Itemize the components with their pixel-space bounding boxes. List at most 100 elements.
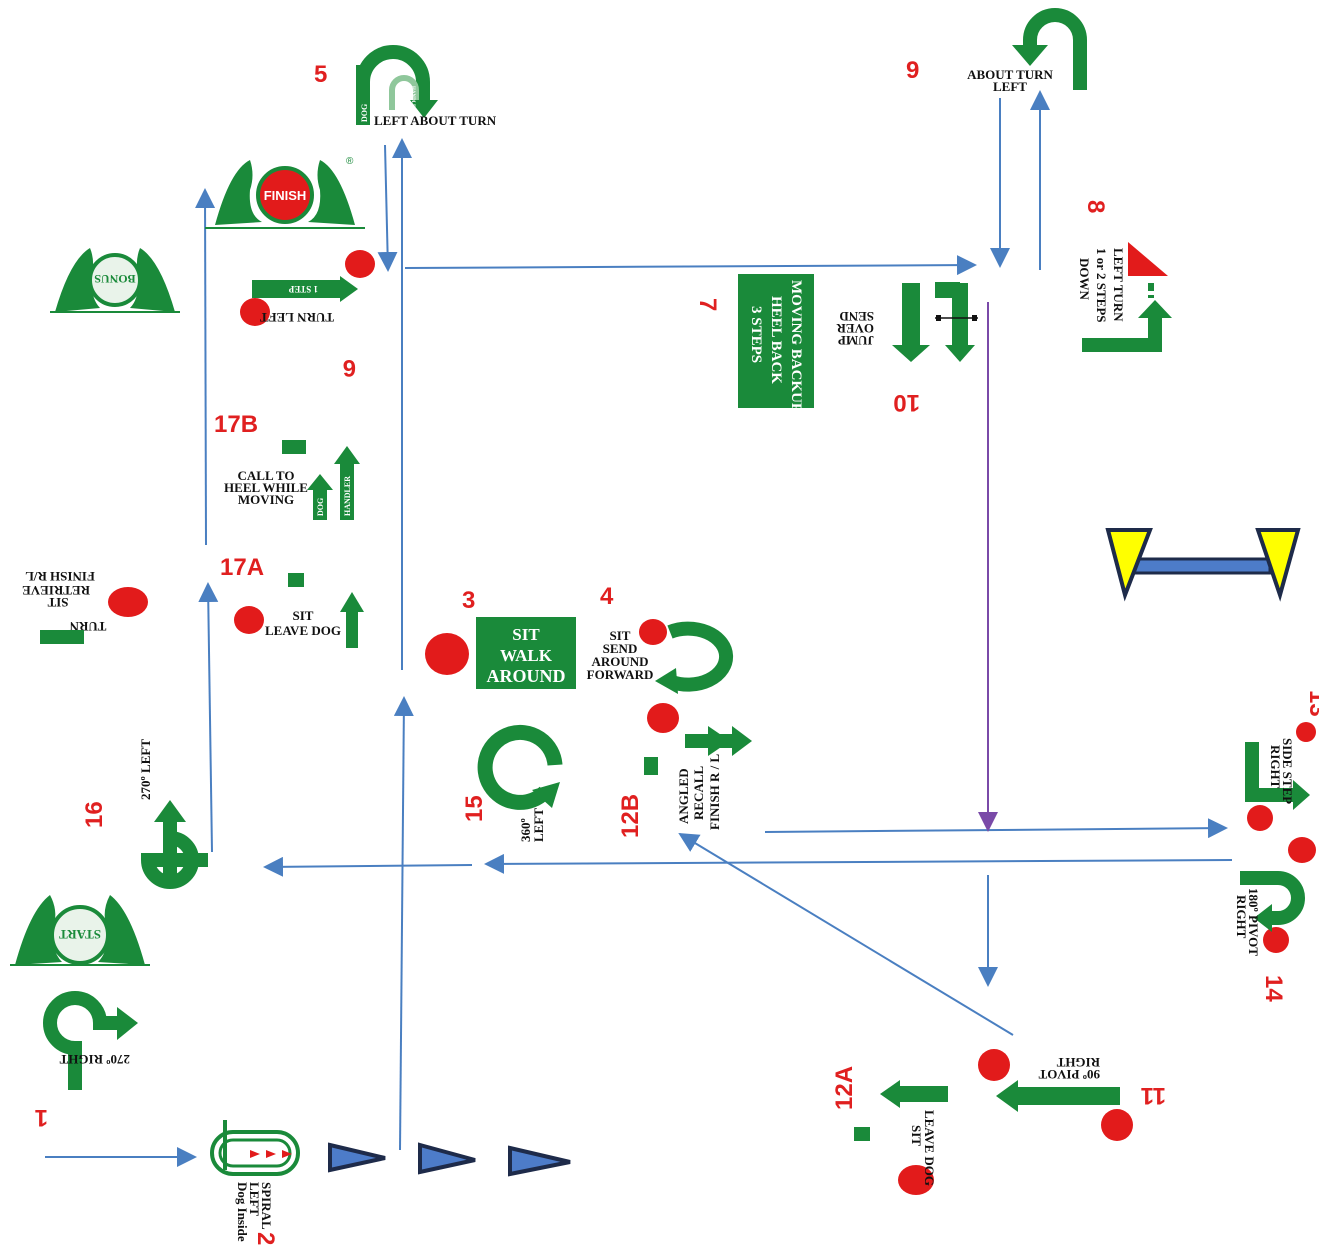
bonus-badge: BONUS [50,248,180,312]
svg-text:270º LEFT: 270º LEFT [138,739,153,800]
finish-badge: FINISH ® [205,156,365,228]
svg-text:SIT: SIT [512,625,540,644]
sign-3-sit-walk-around: SIT WALK AROUND [476,617,576,689]
red-dot [1101,1109,1133,1141]
red-dot [1247,805,1273,831]
start-badge: START [10,895,150,965]
station-number-7: 7 [694,298,721,311]
sign-5-left-about-turn: DOG HANDLER LEFT ABOUT TURN [356,52,497,128]
red-dot [234,606,264,634]
svg-text:HEEL BACK: HEEL BACK [768,296,784,384]
sign-1-270-right: 270º RIGHT [50,998,138,1090]
svg-text:ANGLED: ANGLED [676,768,691,824]
course-path [45,92,1232,1157]
red-dot [1263,927,1289,953]
svg-text:START: START [59,927,101,942]
path-segment [680,834,1013,1035]
svg-text:SIT: SIT [293,608,314,623]
path-segment [486,860,1232,864]
station-number-17a: 17A [220,554,264,581]
path-segment [385,145,388,270]
svg-text:HANDLER: HANDLER [343,476,352,516]
sign-2-spiral-left: SPIRAL LEFT Dog Inside [212,1120,298,1242]
sign-7-moving-backup: MOVING BACKUP HEEL BACK 3 STEPS [738,274,814,412]
sign-11-90-pivot-right: 90º PIVOT RIGHT [996,1055,1120,1112]
svg-text:Dog Inside: Dog Inside [235,1182,250,1242]
sign-17b-call-to-heel: DOG HANDLER CALL TO HEEL WHILE MOVING [224,440,360,520]
red-markers [108,242,1316,1195]
path-segment [765,828,1226,832]
station-number-17b: 17B [214,411,258,438]
svg-text:TURN LEFT: TURN LEFT [260,310,334,325]
svg-text:3 STEPS: 3 STEPS [748,306,764,363]
svg-text:BONUS: BONUS [94,272,136,286]
station-numbers: 1 2 3 4 5 6 7 8 9 10 11 12A 12B 13 14 15… [35,57,1319,1245]
red-cone [1128,242,1168,276]
station-number-11: 11 [1141,1082,1166,1109]
svg-text:RIGHT: RIGHT [1268,745,1283,789]
svg-text:RECALL: RECALL [691,765,706,820]
svg-text:DOG: DOG [360,104,369,122]
red-dot [108,587,148,617]
sign-17a-sit-leave-dog: SIT LEAVE DOG [265,573,364,648]
sign-6-turn-left: 1 STEP TURN LEFT [252,276,358,325]
svg-text:RIGHT: RIGHT [1234,895,1249,939]
svg-text:FORWARD: FORWARD [587,667,654,682]
svg-text:HANDLER: HANDLER [410,86,415,111]
svg-text:1 STEP: 1 STEP [288,284,318,294]
path-segment [400,698,404,1150]
sign-15-360-left: 360º LEFT [485,732,560,842]
svg-text:LEFT ABOUT TURN: LEFT ABOUT TURN [374,113,497,128]
bonus-station-label: TURN SIT RETRIEVE FINISH R/L [22,569,106,644]
station-number-12b: 12B [617,794,644,838]
station-number-12a: 12A [831,1066,858,1110]
red-dot [345,250,375,278]
svg-text:FINISH R / L: FINISH R / L [707,753,722,830]
svg-text:WALK: WALK [500,646,553,665]
sign-13-side-step-right: SIDE STEP RIGHT [1252,738,1310,810]
svg-text:MOVING BACKUP: MOVING BACKUP [788,280,804,412]
svg-text:1 or 2 STEPS: 1 or 2 STEPS [1094,248,1109,323]
sign-9-about-turn-left: ABOUT TURN LEFT [967,15,1080,94]
station-number-15: 15 [461,795,488,822]
path-segment [205,190,206,545]
red-dot [978,1049,1010,1081]
svg-text:®: ® [346,156,354,167]
red-dot [1288,837,1316,863]
station-number-3: 3 [462,587,475,614]
jump-bar [1108,530,1298,595]
svg-text:DOWN: DOWN [1077,258,1092,301]
station-number-13: 13 [1304,690,1319,717]
station-number-14: 14 [1260,975,1287,1002]
svg-text:DOG: DOG [316,498,325,516]
sign-16-270-left: 270º LEFT [138,739,208,882]
svg-text:LEFT: LEFT [993,79,1027,94]
station-number-10: 10 [893,389,920,416]
station-number-6: 6 [343,354,356,381]
red-dot [1296,722,1316,742]
station-number-16: 16 [81,801,108,828]
svg-text:270º RIGHT: 270º RIGHT [59,1052,130,1067]
svg-text:LEFT TURN: LEFT TURN [1111,248,1126,322]
svg-text:RETRIEVE: RETRIEVE [22,583,90,598]
path-segment [405,265,975,268]
svg-text:RIGHT: RIGHT [1056,1055,1100,1070]
svg-text:AROUND: AROUND [487,666,566,686]
sign-8-left-turn-down: LEFT TURN 1 or 2 STEPS DOWN [1077,248,1172,345]
station-number-4: 4 [600,583,614,610]
sign-12b-angled-recall: ANGLED RECALL FINISH R / L [644,726,752,830]
svg-text:SIT: SIT [909,1125,924,1146]
blue-cone [330,1145,385,1170]
blue-cone [420,1145,475,1172]
red-dot [425,633,469,675]
blue-cone [510,1148,570,1174]
station-number-9: 9 [906,57,919,84]
sign-10-send-over-jump: SEND OVER JUMP [836,283,978,362]
svg-text:LEAVE DOG: LEAVE DOG [922,1110,937,1186]
red-dot [647,703,679,733]
red-dot [639,619,667,645]
path-segment [208,584,212,852]
station-number-2: 2 [252,1232,279,1245]
